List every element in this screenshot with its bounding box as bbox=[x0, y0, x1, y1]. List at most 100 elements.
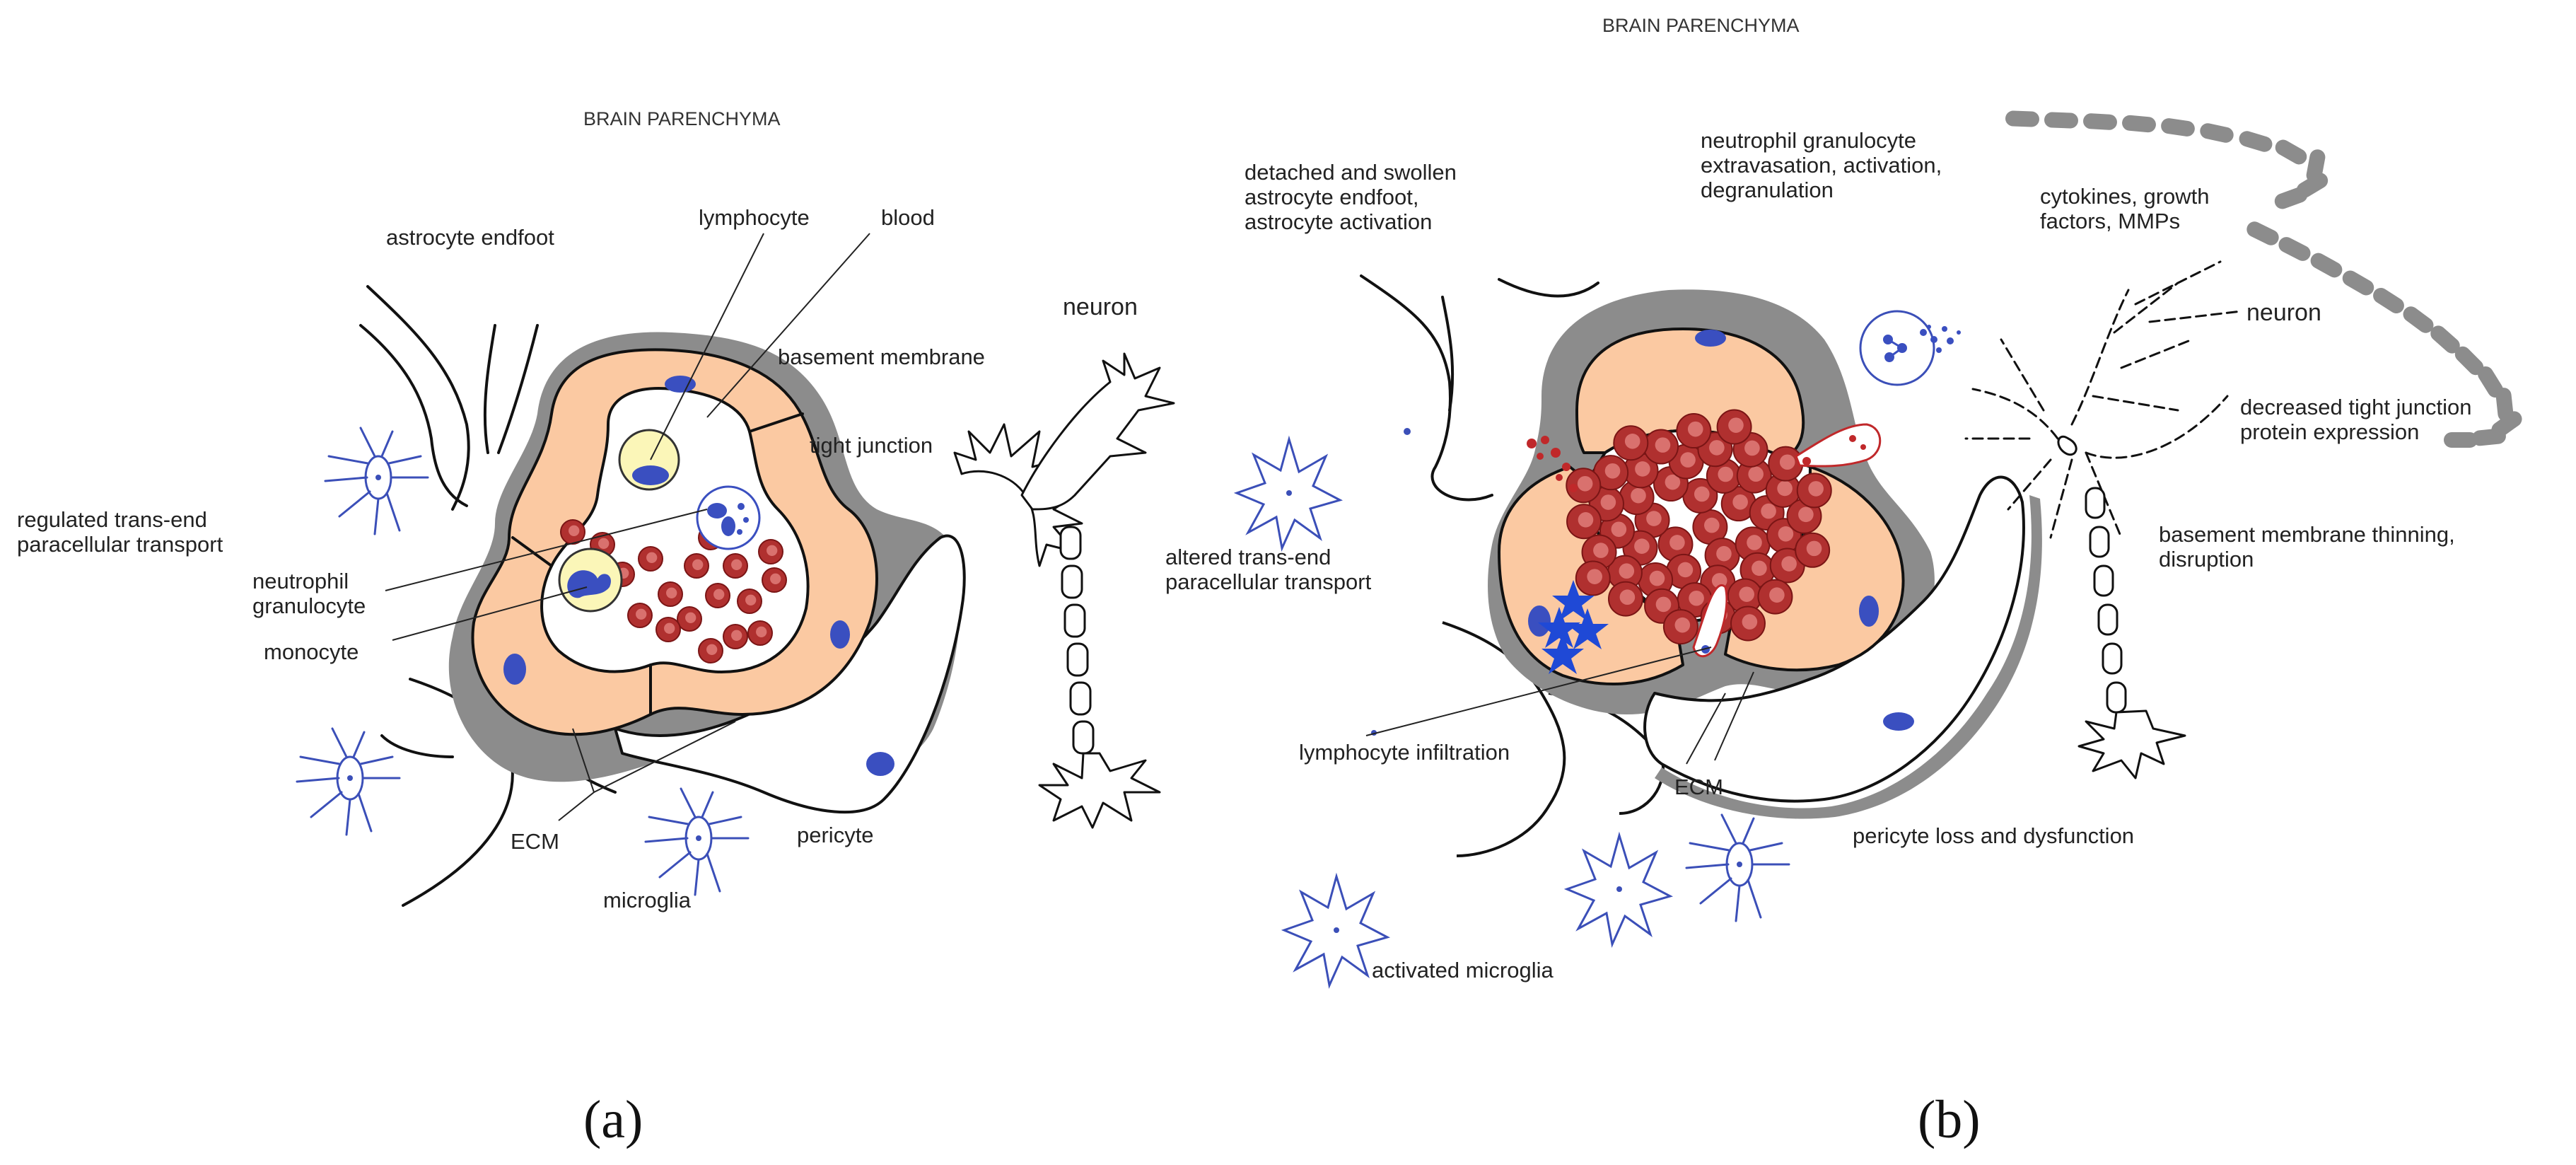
pericyte-shape-b bbox=[1643, 475, 2025, 803]
erythrocyte-center bbox=[1739, 586, 1754, 602]
lymphocyte-infiltration-label: lymphocyte infiltration bbox=[1299, 740, 1510, 765]
erythrocyte-center bbox=[745, 594, 757, 605]
astrocyte-label-b-line2: astrocyte endfoot, bbox=[1245, 185, 1418, 209]
axon-fragment bbox=[2310, 253, 2343, 278]
erythrocyte-center bbox=[1577, 475, 1593, 492]
erythrocyte-center bbox=[1806, 540, 1822, 557]
erythrocyte-center bbox=[767, 545, 778, 556]
erythrocyte-center bbox=[1752, 560, 1767, 576]
neutrophil-extravasation-b bbox=[1527, 423, 1882, 657]
erythrocyte-center bbox=[1624, 433, 1640, 449]
erythrocyte-center bbox=[1611, 521, 1627, 538]
monocyte-label: monocyte bbox=[264, 639, 359, 664]
erythrocyte-center bbox=[1600, 494, 1616, 510]
tight-junction-a1 bbox=[748, 412, 804, 433]
erythrocyte-center bbox=[1655, 596, 1672, 613]
erythrocyte-center bbox=[1649, 570, 1665, 586]
erythrocyte-center bbox=[1665, 474, 1681, 490]
erythrocyte-center bbox=[756, 626, 767, 637]
endothelial-nucleus-b3 bbox=[1859, 596, 1879, 627]
astrocyte-label-b-line3: astrocyte activation bbox=[1245, 209, 1432, 234]
pericyte-nucleus-a bbox=[866, 752, 894, 776]
axon-fragment bbox=[2083, 113, 2117, 130]
axon-fragment bbox=[2454, 346, 2484, 376]
erythrocyte-center bbox=[666, 587, 677, 598]
basement-membrane-label: basement membrane bbox=[778, 344, 985, 369]
erythrocyte-center bbox=[1619, 589, 1636, 605]
cytokines-label-line2: factors, MMPs bbox=[2040, 209, 2180, 233]
erythrocyte-center bbox=[770, 573, 781, 584]
erythrocyte-center bbox=[1680, 452, 1696, 468]
tight-junction-a2 bbox=[511, 536, 553, 567]
degranulating-neutrophil-b bbox=[1859, 310, 1961, 386]
erythrocyte-center bbox=[1778, 526, 1794, 542]
erythrocyte-center bbox=[1742, 614, 1758, 630]
axon-fragment bbox=[2246, 221, 2279, 245]
erythrocyte-center bbox=[731, 630, 742, 641]
endothelial-nucleus-a2 bbox=[503, 654, 526, 685]
axon-fragments-b bbox=[2005, 110, 2522, 448]
neuron-shape-a bbox=[953, 352, 1175, 829]
microglia-a1 bbox=[324, 427, 429, 535]
erythrocyte-center bbox=[1761, 503, 1776, 519]
neuron-label-a: neuron bbox=[1063, 294, 1138, 320]
activated-microglia-b2 bbox=[1563, 831, 1674, 949]
axon-fragment bbox=[2444, 432, 2478, 448]
transport-label-b-line2: paracellular transport bbox=[1165, 569, 1372, 594]
lymphocyte-cell-a bbox=[618, 429, 680, 491]
erythrocyte-center bbox=[664, 622, 675, 634]
infiltrating-cells-b bbox=[1538, 580, 1609, 674]
neutrophil-label-b-line2: extravasation, activation, bbox=[1701, 153, 1942, 178]
erythrocyte-center bbox=[569, 525, 580, 536]
pericyte-membrane-b bbox=[1655, 495, 2042, 819]
erythrocyte-center bbox=[1634, 538, 1650, 555]
transport-label-a-line2: paracellular transport bbox=[17, 532, 223, 557]
erythrocyte-cluster-b bbox=[1566, 409, 1832, 645]
tight-junction-label: tight junction bbox=[810, 433, 933, 458]
transport-label-a-line1: regulated trans-end bbox=[17, 507, 207, 532]
activated-microglia-label: activated microglia bbox=[1372, 958, 1554, 983]
ecm-label-a: ECM bbox=[511, 829, 559, 854]
neutrophil-label-b-line3: degranulation bbox=[1701, 178, 1834, 202]
tight-junction-label-b-line1: decreased tight junction bbox=[2240, 395, 2471, 419]
erythrocyte-center bbox=[1748, 466, 1764, 482]
pericyte-nucleus-b bbox=[1883, 712, 1914, 731]
erythrocyte-center bbox=[706, 644, 718, 655]
transport-label-b-line1: altered trans-end bbox=[1165, 545, 1331, 569]
axon-fragment bbox=[2342, 270, 2374, 296]
erythrocyte-center bbox=[1777, 480, 1793, 497]
erythrocyte-center bbox=[1779, 454, 1795, 470]
axon-fragment bbox=[2200, 123, 2234, 143]
endothelial-nucleus-a3 bbox=[830, 620, 850, 649]
activated-microglia-b3 bbox=[1281, 872, 1391, 990]
erythrocyte-center bbox=[1646, 511, 1662, 526]
neutrophil-label-b-line1: neutrophil granulocyte bbox=[1701, 128, 1916, 153]
axon-fragment bbox=[2275, 139, 2307, 165]
erythrocyte-center bbox=[1674, 617, 1691, 633]
endothelial-nucleus-a1 bbox=[665, 376, 696, 393]
lymphocyte-label: lymphocyte bbox=[699, 205, 810, 230]
neuron-shape-b bbox=[1964, 260, 2243, 779]
panel-b: BRAIN PARENCHYMA detached and swollen as… bbox=[1165, 15, 2522, 1149]
dot-b1 bbox=[1404, 428, 1411, 435]
erythrocyte-center bbox=[1604, 463, 1621, 479]
erythrocyte-center bbox=[1769, 587, 1785, 603]
axon-fragment bbox=[2430, 325, 2460, 354]
basement-membrane-label-b-line2: disruption bbox=[2159, 547, 2254, 572]
axon-fragment bbox=[2005, 110, 2039, 127]
erythrocyte-center bbox=[713, 589, 725, 600]
cytokines-label-line1: cytokines, growth bbox=[2040, 184, 2210, 209]
erythrocyte-center bbox=[1728, 417, 1744, 433]
erythrocyte-center bbox=[1781, 556, 1797, 572]
axon-fragment bbox=[2472, 428, 2506, 446]
tight-junction-label-b-line2: protein expression bbox=[2240, 419, 2419, 444]
erythrocyte-center bbox=[1709, 440, 1725, 456]
erythrocyte-center bbox=[1631, 487, 1646, 504]
erythrocyte-center bbox=[1593, 543, 1609, 558]
neutrophil-cell-a bbox=[696, 485, 761, 550]
erythrocyte-center bbox=[692, 559, 704, 570]
blood-label: blood bbox=[881, 205, 935, 230]
axon-fragment bbox=[2274, 187, 2308, 209]
erythrocytes-a bbox=[560, 519, 787, 663]
